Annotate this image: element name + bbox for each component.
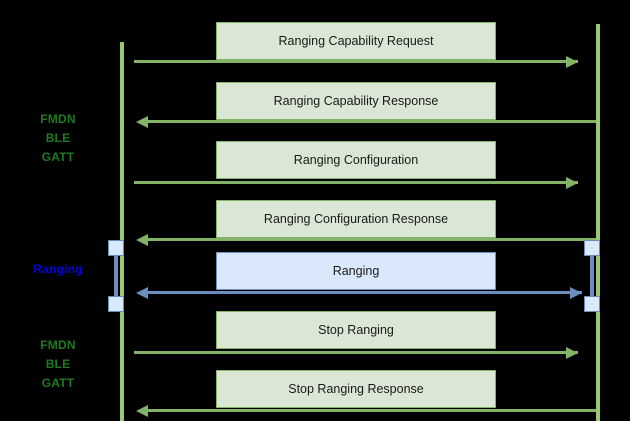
- phase-label-line: FMDN: [40, 338, 76, 352]
- arrow-head-left-icon: [136, 233, 148, 246]
- arrow-head-left-icon: [136, 286, 148, 299]
- phase-label-line: FMDN: [40, 112, 76, 126]
- lifeline-right-mid: [596, 240, 600, 312]
- message-box-stop-ranging-response: Stop Ranging Response: [216, 370, 496, 408]
- arrow-line-ranging-capability-request: [134, 60, 578, 63]
- arrow-line-stop-ranging-response: [140, 409, 596, 412]
- lifeline-right-lower: [596, 306, 600, 421]
- message-box-stop-ranging: Stop Ranging: [216, 311, 496, 349]
- message-label: Ranging Configuration: [293, 153, 419, 167]
- message-box-ranging-capability-request: Ranging Capability Request: [216, 22, 496, 60]
- arrow-head-left-icon: [136, 404, 148, 417]
- activation-box-left-start: [108, 240, 124, 256]
- message-label: Ranging: [332, 264, 380, 278]
- phase-label-fmdn-bottom: FMDN BLE GATT: [6, 336, 110, 393]
- message-box-ranging: Ranging: [216, 252, 496, 290]
- message-label: Stop Ranging: [318, 323, 394, 337]
- arrow-line-stop-ranging: [134, 351, 578, 354]
- phase-label-fmdn-top: FMDN BLE GATT: [6, 110, 110, 167]
- arrow-head-right-icon: [566, 55, 578, 68]
- arrow-head-left-icon: [136, 115, 148, 128]
- lifeline-left-upper: [120, 42, 124, 240]
- activation-bar-right: [590, 248, 594, 306]
- message-box-ranging-capability-response: Ranging Capability Response: [216, 82, 496, 120]
- arrow-head-right-icon: [566, 176, 578, 189]
- lifeline-right-upper: [596, 24, 600, 240]
- arrow-line-ranging: [140, 291, 582, 294]
- phase-label-line: GATT: [41, 150, 75, 164]
- message-label: Ranging Configuration Response: [263, 212, 449, 226]
- arrow-head-right-icon: [566, 346, 578, 359]
- arrow-line-ranging-configuration: [134, 181, 578, 184]
- message-label: Stop Ranging Response: [288, 382, 424, 396]
- phase-label-line: BLE: [45, 131, 71, 145]
- message-box-ranging-configuration-response: Ranging Configuration Response: [216, 200, 496, 238]
- message-label: Ranging Capability Request: [278, 34, 434, 48]
- lifeline-left-lower: [120, 306, 124, 421]
- message-box-ranging-configuration: Ranging Configuration: [216, 141, 496, 179]
- activation-bar-left: [114, 248, 118, 306]
- arrow-line-ranging-configuration-response: [140, 238, 596, 241]
- lifeline-left-mid: [120, 240, 124, 312]
- phase-label-line: BLE: [45, 357, 71, 371]
- arrow-head-right-icon: [570, 286, 582, 299]
- phase-label-line: Ranging: [33, 262, 83, 276]
- activation-box-right-start: [584, 240, 600, 256]
- phase-label-line: GATT: [41, 376, 75, 390]
- activation-box-right-end: [584, 296, 600, 312]
- message-label: Ranging Capability Response: [273, 94, 439, 108]
- phase-label-ranging: Ranging: [6, 260, 110, 279]
- arrow-line-ranging-capability-response: [140, 120, 596, 123]
- activation-box-left-end: [108, 296, 124, 312]
